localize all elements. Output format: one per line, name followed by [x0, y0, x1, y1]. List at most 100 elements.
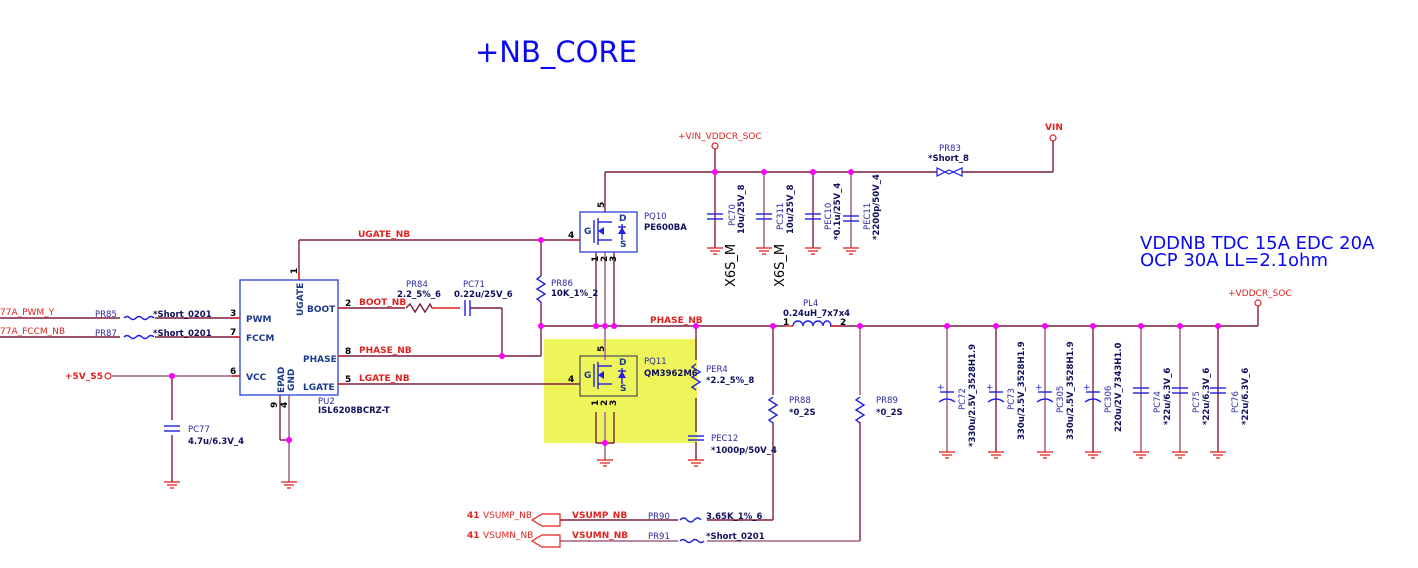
svg-text:+: +: [937, 383, 945, 393]
ground-icon: [805, 247, 821, 255]
pin-phase-num: 8: [345, 347, 351, 357]
pq11-part: QM3962M6: [644, 369, 698, 379]
pc306-ref: PC306: [1104, 386, 1114, 413]
pc71-capacitor[interactable]: [464, 300, 471, 316]
pc311-capacitor[interactable]: [756, 213, 772, 220]
pr83-value: *Short_8: [928, 154, 969, 164]
pq10-d-label: D: [619, 214, 626, 224]
wires: [0, 141, 1259, 542]
pc305-value: 330u/2.5V_3528H1.9: [1066, 341, 1076, 440]
pc70-capacitor[interactable]: [707, 213, 723, 220]
pq11-d-label: D: [619, 358, 626, 368]
pl4-value: 0.24uH_7x7x4: [783, 309, 850, 319]
pc75-capacitor[interactable]: [1172, 387, 1188, 394]
net-phase-main: PHASE_NB: [650, 316, 703, 326]
pr90-value: 3.65K_1%_6: [706, 512, 762, 522]
port-vin-vddcr-soc[interactable]: [711, 142, 719, 150]
net-lgate: LGATE_NB: [359, 374, 410, 384]
pec12-capacitor[interactable]: [688, 435, 704, 441]
pr85-ref: PR85: [95, 310, 117, 320]
mosfet-pq10[interactable]: G D S 4 5 1 2 3: [568, 202, 638, 262]
pec10-capacitor[interactable]: [805, 213, 821, 220]
pr87-resistor[interactable]: [123, 334, 155, 340]
pec10-ref: PEC10: [824, 203, 834, 230]
pr86-value: 10K_1%_2: [551, 289, 598, 299]
ground-icon: [281, 481, 297, 489]
pr90-ref: PR90: [648, 512, 670, 522]
ground-icon: [843, 247, 859, 255]
per4-resistor[interactable]: [690, 363, 702, 391]
net-vin-vddcr-soc: +VIN_VDDCR_SOC: [678, 132, 762, 142]
pc73-capacitor[interactable]: +: [986, 383, 1005, 403]
pc77-ref: PC77: [188, 425, 210, 435]
ground-icon: [1085, 451, 1101, 459]
pr89-resistor[interactable]: [854, 396, 866, 424]
pc74-capacitor[interactable]: [1133, 387, 1149, 394]
ground-icon: [688, 459, 704, 467]
pc72-capacitor[interactable]: +: [937, 383, 956, 403]
port-vddcr-soc[interactable]: [1254, 299, 1262, 307]
pec11-capacitor[interactable]: [843, 215, 859, 222]
pc77-capacitor[interactable]: [164, 425, 180, 432]
pc306-capacitor[interactable]: +: [1083, 383, 1102, 403]
pr88-resistor[interactable]: [767, 396, 779, 424]
pin-boot-num: 2: [345, 299, 351, 309]
pq11-pin-s3: 3: [609, 400, 619, 406]
port-5v-s5[interactable]: [104, 372, 112, 380]
pin-phase-name: PHASE: [303, 355, 337, 365]
pq11-pin-s2: 2: [600, 400, 610, 406]
pec11-ref: PEC11: [863, 203, 873, 230]
pl4-inductor[interactable]: [792, 320, 832, 327]
ground-symbols: [164, 247, 1226, 489]
pc74-value: *22u/6.3V_6: [1163, 368, 1173, 425]
pc305-ref: PC305: [1056, 386, 1066, 413]
pc76-capacitor[interactable]: [1210, 387, 1226, 394]
pq10-pin-g: 4: [568, 231, 574, 241]
pr90-resistor[interactable]: [679, 517, 702, 523]
pin-ugate-name: UGATE: [296, 283, 306, 316]
pc70-value: 10u/25V_8: [737, 184, 747, 234]
per4-ref: PER4: [706, 365, 728, 375]
pc306-value: 220u/2V_7343H1.0: [1114, 342, 1124, 432]
pin-pwm-num: 3: [230, 309, 236, 319]
pc71-ref: PC71: [463, 280, 485, 290]
pr85-value: *Short_0201: [153, 310, 212, 320]
vsump-port-label: VSUMP_NB: [483, 511, 532, 521]
pr84-resistor[interactable]: [405, 302, 433, 314]
pc311-note: X6S_M: [773, 244, 788, 287]
pc305-capacitor[interactable]: +: [1035, 383, 1054, 403]
ground-icon: [1037, 451, 1053, 459]
pc76-ref: PC76: [1231, 391, 1241, 413]
pc72-ref: PC72: [958, 388, 968, 410]
pr86-ref: PR86: [551, 279, 573, 289]
input-caps: [707, 213, 859, 222]
svg-text:+: +: [1083, 383, 1091, 393]
pr85-resistor[interactable]: [123, 315, 155, 321]
output-caps: + + + +: [937, 383, 1226, 403]
pec11-value: *2200p/50V_4: [872, 174, 882, 240]
vsump-page-ref: 41: [467, 511, 480, 521]
pq10-part: PE600BA: [644, 223, 687, 233]
pq11-s-label: S: [620, 384, 626, 394]
pr83-short[interactable]: [936, 167, 963, 177]
spec-note-line2: OCP 30A LL=2.1ohm: [1140, 250, 1328, 271]
mosfet-pq11[interactable]: G D S 4 5 1 2 3: [568, 346, 638, 406]
ic-part: ISL6208BCRZ-T: [318, 406, 390, 416]
ground-icon: [1172, 451, 1188, 459]
pec12-value: *1000p/50V_4: [711, 446, 777, 456]
port-vin[interactable]: [1049, 134, 1057, 142]
pc70-ref: PC70: [728, 204, 738, 226]
ic-pu2[interactable]: 3 PWM 7 FCCM 6 VCC 2 BOOT 8 PHASE 5 LGAT…: [230, 268, 390, 416]
port-vsumn[interactable]: [530, 534, 561, 548]
port-vsump[interactable]: [530, 513, 561, 527]
pr86-resistor[interactable]: [535, 275, 547, 303]
pin-vcc-num: 6: [230, 367, 236, 377]
net-ugate: UGATE_NB: [358, 230, 410, 240]
pin-fccm-name: FCCM: [246, 334, 274, 344]
pr91-resistor[interactable]: [679, 538, 705, 544]
pc73-value: 330u/2.5V_3528H1.9: [1017, 341, 1027, 440]
pq10-s-label: S: [620, 240, 626, 250]
ground-icon: [597, 459, 613, 467]
pc311-ref: PC311: [776, 203, 786, 230]
